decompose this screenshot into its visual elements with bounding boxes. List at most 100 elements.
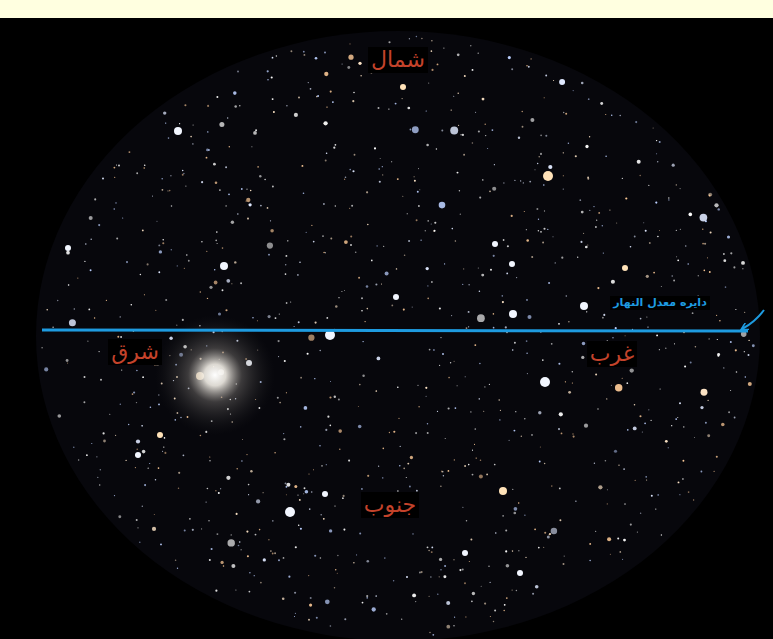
star <box>434 222 436 224</box>
star <box>361 310 363 312</box>
star <box>484 386 485 387</box>
star <box>700 406 703 409</box>
star <box>275 317 277 319</box>
star <box>521 436 522 437</box>
star <box>407 213 408 214</box>
star <box>543 228 545 230</box>
star <box>209 456 210 457</box>
star <box>702 229 703 230</box>
star <box>113 167 115 169</box>
star <box>559 487 561 489</box>
star <box>362 375 364 377</box>
star <box>464 465 466 467</box>
star <box>311 225 312 226</box>
star <box>637 160 641 164</box>
star <box>163 111 166 114</box>
star <box>506 272 508 274</box>
star <box>270 220 271 221</box>
star <box>136 402 137 403</box>
star <box>648 409 649 410</box>
star <box>639 175 641 177</box>
star <box>568 321 570 323</box>
star <box>676 256 677 257</box>
star <box>563 152 564 153</box>
star <box>385 271 389 275</box>
star <box>735 349 737 351</box>
star <box>407 107 410 110</box>
star <box>668 197 670 199</box>
star <box>555 262 556 263</box>
star <box>316 617 318 619</box>
star <box>640 318 642 320</box>
star <box>337 573 338 574</box>
star <box>367 560 370 563</box>
star <box>524 418 525 419</box>
star <box>300 528 302 530</box>
star <box>548 165 552 169</box>
star <box>603 314 605 316</box>
star <box>219 122 224 127</box>
star <box>526 239 529 242</box>
star <box>427 285 428 286</box>
star <box>480 459 482 461</box>
star <box>254 575 255 576</box>
star <box>479 291 481 293</box>
star <box>304 406 308 410</box>
star <box>558 323 560 325</box>
star <box>597 287 599 289</box>
bright-star <box>492 241 498 247</box>
star <box>308 335 314 341</box>
star <box>377 107 379 109</box>
star <box>492 187 496 191</box>
star <box>616 223 617 224</box>
star <box>255 534 257 536</box>
star <box>214 281 218 285</box>
star <box>279 313 280 314</box>
star <box>241 549 242 550</box>
star <box>217 243 218 244</box>
star <box>236 468 238 470</box>
star <box>665 440 668 443</box>
star <box>46 309 48 311</box>
star <box>490 582 491 583</box>
star <box>315 57 318 60</box>
star <box>433 230 435 232</box>
star <box>439 558 442 561</box>
star <box>588 98 590 100</box>
star <box>430 576 432 578</box>
star <box>464 75 466 77</box>
star <box>257 166 259 168</box>
star <box>402 98 403 99</box>
star <box>295 613 296 614</box>
star <box>489 384 490 385</box>
star <box>573 436 575 438</box>
star <box>431 69 433 71</box>
star <box>286 392 287 393</box>
star <box>565 295 567 297</box>
star <box>417 385 418 386</box>
star <box>465 376 466 377</box>
star <box>270 550 272 552</box>
star <box>136 370 138 372</box>
star <box>152 196 153 197</box>
star <box>625 197 627 199</box>
star <box>330 381 331 382</box>
star <box>359 384 361 386</box>
star <box>323 252 324 253</box>
star <box>349 169 351 171</box>
star <box>709 338 710 339</box>
star <box>443 475 444 476</box>
star <box>326 464 327 465</box>
star <box>549 533 551 535</box>
star <box>622 559 623 560</box>
star <box>114 177 115 178</box>
star <box>562 563 564 565</box>
star <box>66 359 69 362</box>
star <box>409 486 411 488</box>
star <box>241 460 243 462</box>
star <box>201 241 203 243</box>
star <box>349 208 350 209</box>
star <box>431 40 433 42</box>
star <box>102 177 104 179</box>
star <box>431 223 432 224</box>
